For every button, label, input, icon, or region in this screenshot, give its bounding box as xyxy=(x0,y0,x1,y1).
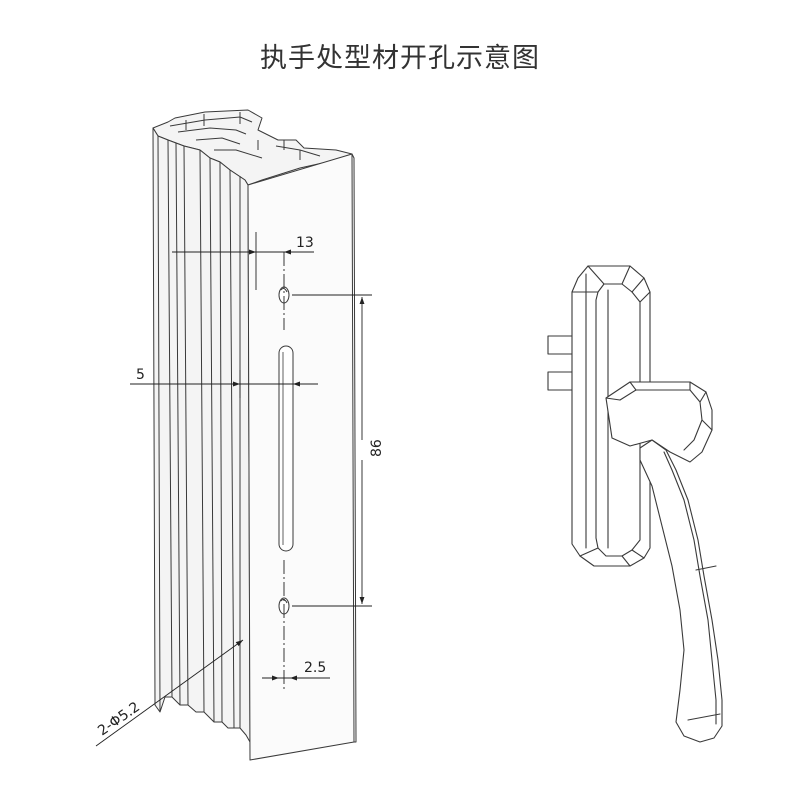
dim-hole-callout: 2-Φ5.2 xyxy=(95,699,143,739)
handle-prong-lower xyxy=(547,371,573,391)
dimension-lines xyxy=(95,232,372,747)
handle-lever-arm xyxy=(639,439,723,743)
dim-5: 5 xyxy=(136,367,145,383)
handle-prong-upper xyxy=(547,335,573,355)
center-slot xyxy=(278,345,294,552)
drilled-holes xyxy=(278,286,294,615)
diagram-title: 执手处型材开孔示意图 xyxy=(260,43,540,74)
window-handle xyxy=(547,265,723,743)
dim-2-5: 2.5 xyxy=(304,660,326,676)
aluminum-profile xyxy=(152,109,357,761)
dim-86: 86 xyxy=(369,439,385,457)
dim-13: 13 xyxy=(296,235,314,251)
profile-side-face xyxy=(152,127,251,743)
